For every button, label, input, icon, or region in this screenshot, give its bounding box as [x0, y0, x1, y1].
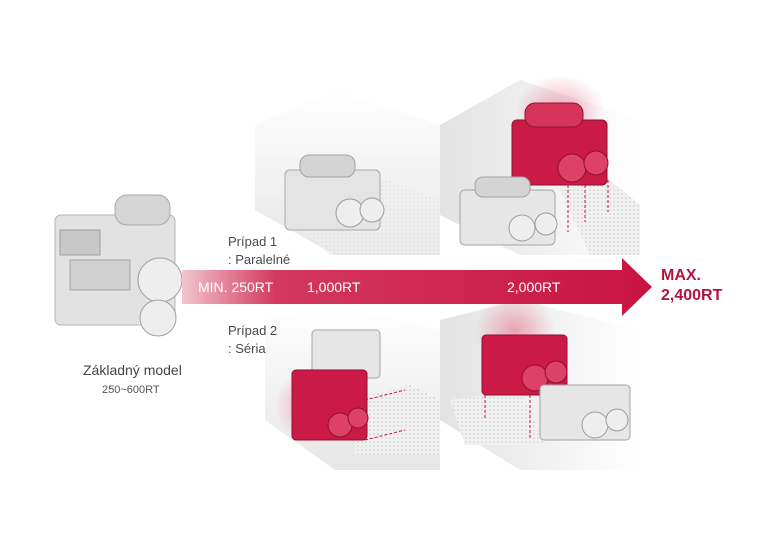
base-model-range: 250~600RT: [102, 384, 160, 396]
case1-subtitle: : Paralelné: [228, 252, 291, 267]
case2-subtitle: : Séria: [228, 341, 266, 356]
case1-title: Prípad 1: [228, 234, 278, 249]
case2-chillers-series-2: [475, 295, 631, 441]
base-chiller-illustration: [54, 194, 183, 337]
base-model-title: Základný model: [83, 362, 182, 378]
max-label-line2: 2,400RT: [661, 287, 723, 304]
case1-chiller-gray: [284, 154, 385, 231]
capacity-arrow: [182, 258, 652, 316]
case2-title: Prípad 2: [228, 323, 278, 338]
case1-chillers-parallel: [459, 75, 609, 246]
max-label-line1: MAX.: [661, 267, 701, 284]
arrow-label-min: MIN. 250RT: [198, 279, 274, 295]
arrow-label-2000: 2,000RT: [507, 279, 561, 295]
arrow-label-1000: 1,000RT: [307, 279, 361, 295]
case2-chillers-series-1: [275, 329, 406, 441]
